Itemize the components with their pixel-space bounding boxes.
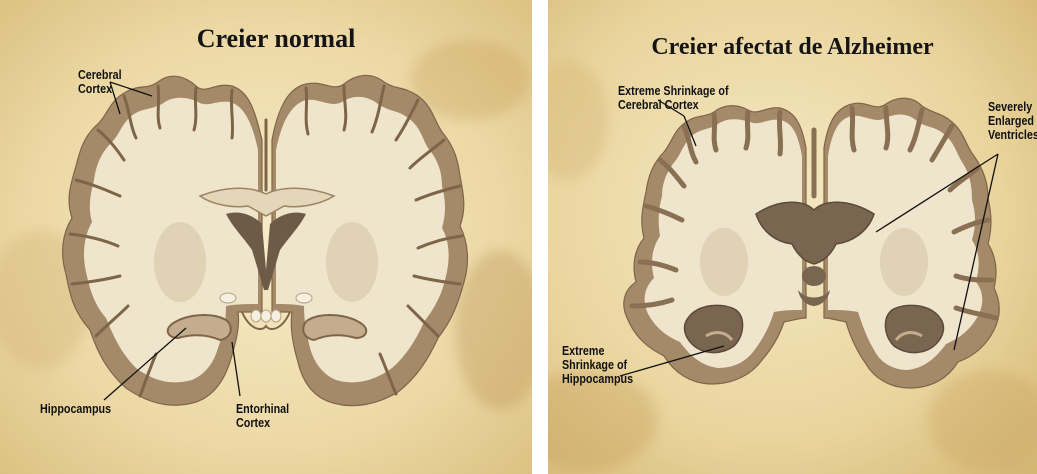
- label-extreme-shrinkage-hippocampus: Extreme Shrinkage of Hippocampus: [562, 344, 633, 386]
- left-hippocampus-cavity: [685, 305, 743, 352]
- label-hippocampus: Hippocampus: [40, 402, 111, 416]
- label-severely-enlarged-ventricles: Severely Enlarged Ventricles: [988, 100, 1037, 142]
- right-basal-ganglia: [326, 222, 378, 302]
- label-entorhinal-cortex: Entorhinal Cortex: [236, 402, 289, 430]
- label-cerebral-cortex: Cerebral Cortex: [78, 68, 122, 96]
- normal-brain-panel: Creier normal Cerebral Cortex Hippocampu…: [0, 0, 532, 474]
- alzheimer-brain-illustration: [548, 0, 1037, 474]
- right-hippocampus-cavity: [885, 305, 943, 352]
- page-title-alzheimer: Creier afectat de Alzheimer: [548, 34, 1037, 61]
- left-basal-ganglia: [700, 228, 748, 296]
- page-title-normal: Creier normal: [20, 24, 532, 54]
- right-basal-ganglia: [880, 228, 928, 296]
- left-basal-ganglia: [154, 222, 206, 302]
- label-extreme-shrinkage-cortex: Extreme Shrinkage of Cerebral Cortex: [618, 84, 729, 112]
- alzheimer-brain-panel: Creier afectat de Alzheimer Extreme Shri…: [548, 0, 1037, 474]
- third-ventricle: [802, 266, 826, 286]
